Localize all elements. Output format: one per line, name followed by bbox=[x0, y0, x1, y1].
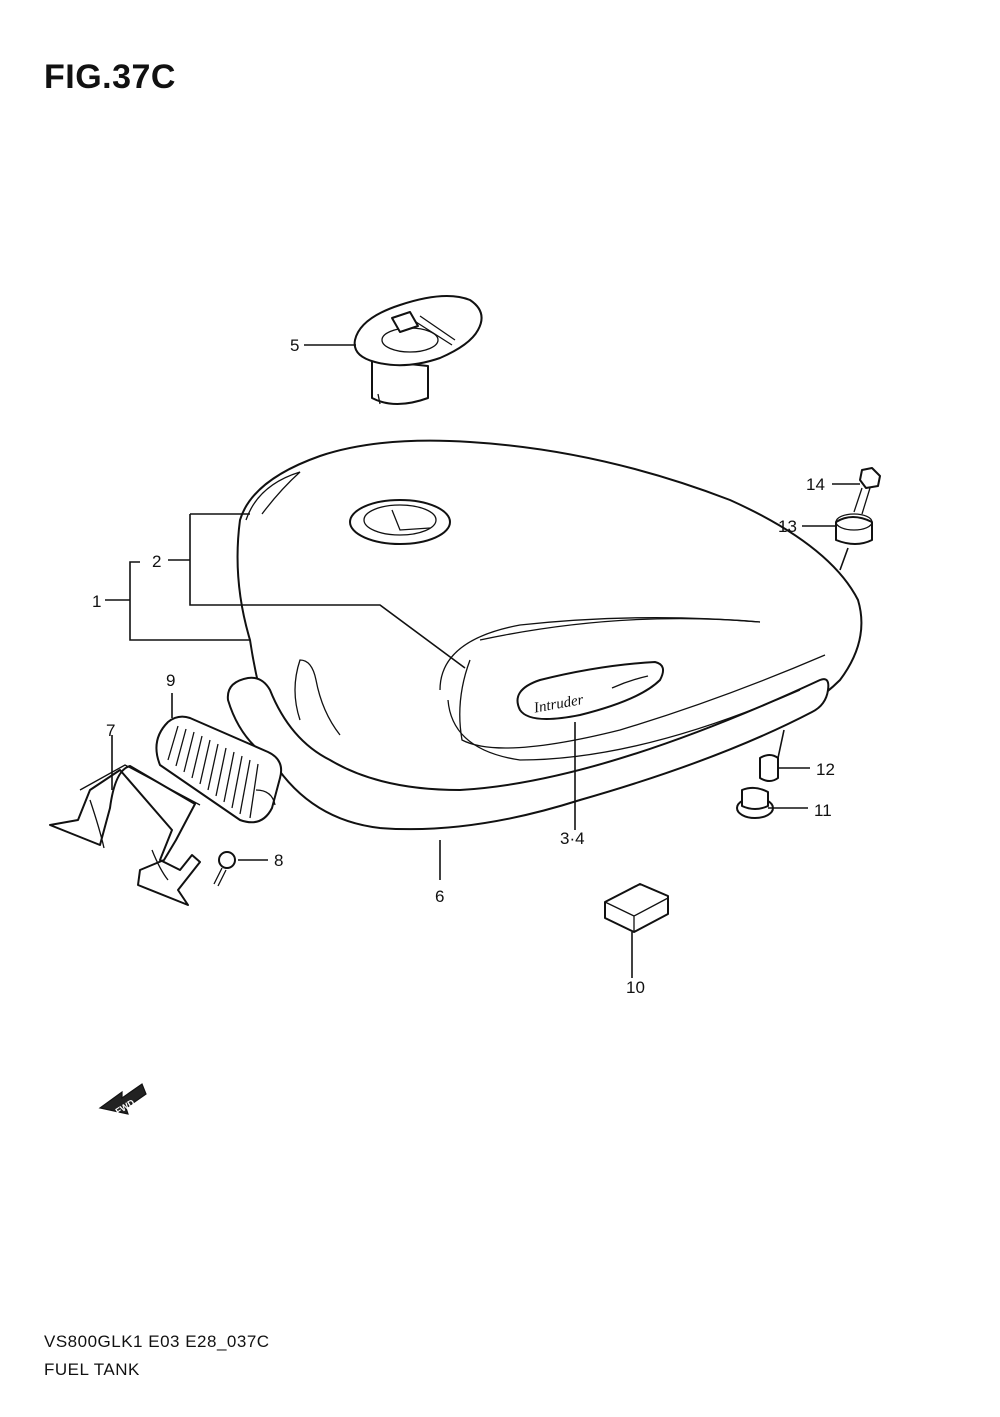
bracket-part bbox=[49, 764, 201, 906]
rear-cushion-part bbox=[835, 513, 873, 545]
model-code: VS800GLK1 E03 E28_037C bbox=[44, 1332, 270, 1351]
figure-title: FIG.37C bbox=[44, 58, 176, 96]
damper-block-part bbox=[604, 883, 669, 933]
callout-13: 13 bbox=[778, 517, 797, 536]
collar-part bbox=[759, 754, 779, 782]
callout-5: 5 bbox=[290, 336, 299, 355]
callout-2: 2 bbox=[152, 552, 161, 571]
callout-10: 10 bbox=[626, 978, 645, 997]
fuel-tank-body: Intruder bbox=[226, 439, 863, 831]
leader-lines bbox=[105, 344, 860, 978]
callout-14: 14 bbox=[806, 475, 825, 494]
fuel-cap-part bbox=[353, 295, 483, 405]
cushion-part bbox=[736, 786, 774, 819]
tank-cushion-part bbox=[155, 715, 283, 824]
figure-name: FUEL TANK bbox=[44, 1360, 140, 1379]
callout-6: 6 bbox=[435, 887, 444, 906]
forward-direction-icon: FWD bbox=[98, 1083, 147, 1117]
callout-1: 1 bbox=[92, 592, 101, 611]
callout-3-4: 3·4 bbox=[560, 829, 585, 848]
callout-8: 8 bbox=[274, 851, 283, 870]
callout-11: 11 bbox=[814, 801, 832, 820]
callout-12: 12 bbox=[816, 760, 835, 779]
screw-part bbox=[213, 851, 236, 887]
callout-9: 9 bbox=[166, 671, 175, 690]
bolt-part bbox=[853, 467, 881, 515]
callout-7: 7 bbox=[106, 721, 115, 740]
